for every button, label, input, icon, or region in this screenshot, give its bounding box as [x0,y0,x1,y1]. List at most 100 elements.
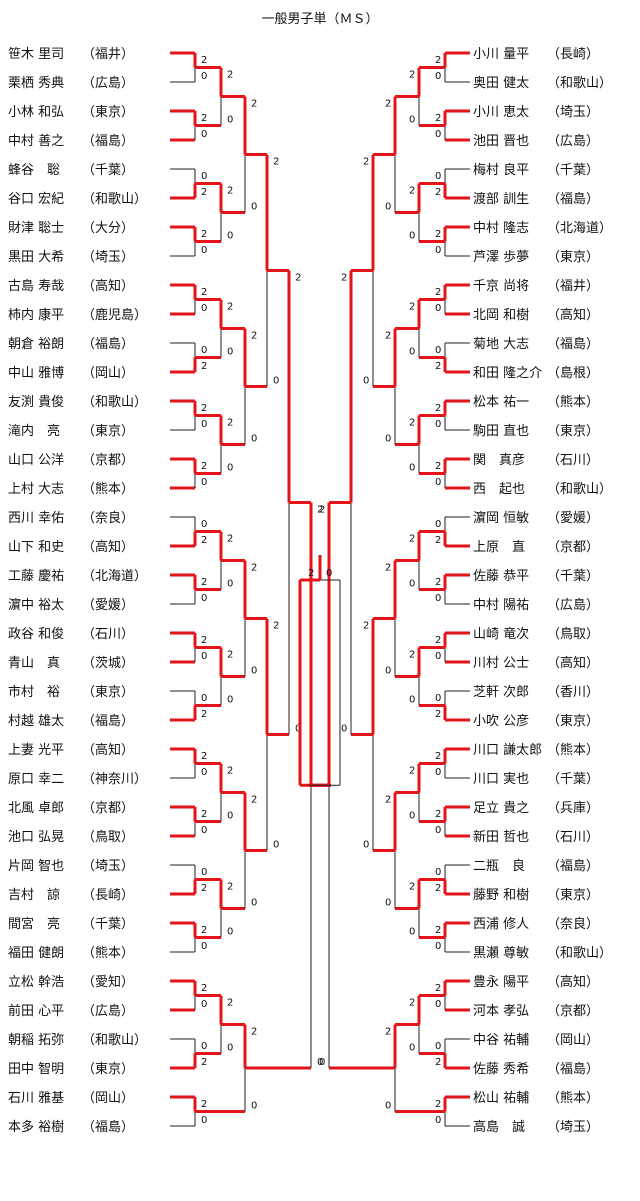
player-entry: 滝内 亮（東京） [8,423,134,439]
game-count: 0 [201,651,207,662]
player-prefecture: （埼玉） [547,1120,599,1135]
game-count: 0 [227,927,233,938]
game-count: 0 [295,724,301,735]
player-name: 石川 雅基 [8,1091,64,1106]
player-name: 北風 卓郎 [8,801,64,816]
game-count: 0 [341,724,347,735]
player-entry: 池口 弘晃（鳥取） [8,830,134,845]
player-prefecture: （広島） [547,134,599,149]
player-prefecture: （鹿児島） [82,307,147,323]
player-entry: 本多 裕樹（福島） [8,1119,134,1135]
game-count: 2 [227,70,233,81]
player-prefecture: （東京） [547,713,599,729]
game-count: 0 [227,115,233,126]
game-count: 0 [385,434,391,445]
player-prefecture: （東京） [82,104,134,120]
player-name: 栗栖 秀典 [8,76,64,91]
game-count: 2 [273,621,279,632]
game-count: 2 [409,650,415,661]
player-name: 高島 誠 [473,1119,525,1135]
game-count: 0 [201,693,207,704]
player-entry: 片岡 智也（埼玉） [8,859,134,874]
game-count: 2 [435,925,441,936]
player-entry: 関 真彦（石川） [473,452,599,468]
player-name: 北岡 和樹 [473,308,529,323]
game-count: 0 [363,840,369,851]
game-count: 0 [435,1041,441,1052]
player-prefecture: （石川） [547,830,599,845]
player-prefecture: （北海道） [82,569,147,584]
player-entry: 上妻 光平（高知） [8,742,134,758]
game-count: 0 [201,519,207,530]
player-name: 山口 公洋 [8,453,64,468]
game-count: 0 [227,1043,233,1054]
player-name: 池口 弘晃 [8,830,64,845]
player-entry: 北風 卓郎（京都） [8,801,134,816]
player-prefecture: （広島） [547,598,599,613]
game-count: 0 [201,941,207,952]
player-prefecture: （熊本） [82,945,134,961]
player-name: 梅村 良平 [473,162,529,178]
player-entry: 朝稲 拓弥（和歌山） [8,1032,147,1048]
game-count: 0 [227,695,233,706]
player-prefecture: （石川） [82,627,134,642]
player-entry: 佐藤 秀希（福島） [473,1062,599,1077]
player-prefecture: （京都） [547,540,599,555]
player-entry: 山口 公洋（京都） [8,453,134,468]
game-count: 2 [273,157,279,168]
player-prefecture: （島根） [547,366,599,381]
game-count: 0 [201,1115,207,1126]
player-name: 佐藤 秀希 [473,1062,529,1077]
game-count: 2 [317,505,323,516]
player-name: 朝倉 裕朗 [8,337,64,352]
game-count: 0 [251,434,257,445]
player-entry: 北岡 和樹（高知） [473,307,599,323]
game-count: 2 [201,709,207,720]
game-count: 2 [435,403,441,414]
player-entry: 豊永 陽平（高知） [473,974,599,990]
game-count: 2 [385,795,391,806]
player-entry: 高島 誠 （埼玉） [473,1119,599,1135]
player-entry: 中村 陽祐 （広島） [473,598,599,613]
player-entry: 濵岡 恒敏（愛媛） [473,511,599,526]
player-name: 小林 和弘 [8,105,64,120]
game-count: 2 [435,883,441,894]
game-count: 0 [317,1057,323,1068]
player-prefecture: （千葉） [547,163,599,178]
player-entry: 濵中 裕太（愛媛） [8,598,134,613]
player-prefecture: （東京） [547,249,599,265]
player-name: 笹木 里司 [8,46,64,62]
player-prefecture: （広島） [82,1004,134,1019]
player-entry: 菊地 大志（福島） [473,337,599,352]
player-prefecture: （岡山） [82,1091,134,1106]
game-count: 2 [201,403,207,414]
player-prefecture: （埼玉） [82,859,134,874]
player-entry: 谷口 宏紀（和歌山） [8,192,147,207]
player-entry: 奥田 健太（和歌山） [473,76,612,91]
player-name: 芦澤 歩夢 [473,250,529,265]
player-entry: 市村 裕（東京） [8,684,134,700]
player-name: 和田 隆之介 [473,366,542,381]
game-count: 0 [385,898,391,909]
game-count: 2 [409,534,415,545]
game-count: 2 [201,577,207,588]
player-name: 川村 公士 [473,656,529,671]
player-entry: 財津 聡士（大分） [8,221,134,236]
player-entry: 佐藤 恭平（千葉） [473,569,599,584]
player-prefecture: （高知） [82,278,134,294]
player-entry: 池田 晋也（広島） [473,134,599,149]
player-entry: 渡部 訓生（福島） [473,191,599,207]
game-count: 0 [201,71,207,82]
player-name: 川口 謙太郎 [473,743,542,758]
player-prefecture: （茨城） [82,656,134,671]
player-name: 中村 陽祐 [473,598,529,613]
player-prefecture: （和歌山） [82,1033,147,1048]
player-entry: 政谷 和俊（石川） [8,627,134,642]
player-entry: 中村 善之（福島） [8,133,134,149]
game-count: 2 [385,99,391,110]
player-entry: 田中 智明（東京） [8,1061,134,1077]
game-count: 0 [227,579,233,590]
final-score: 2 [308,568,314,579]
player-name: 濵岡 恒敏 [473,511,529,526]
player-name: 黒瀬 尊敏 [473,945,529,961]
